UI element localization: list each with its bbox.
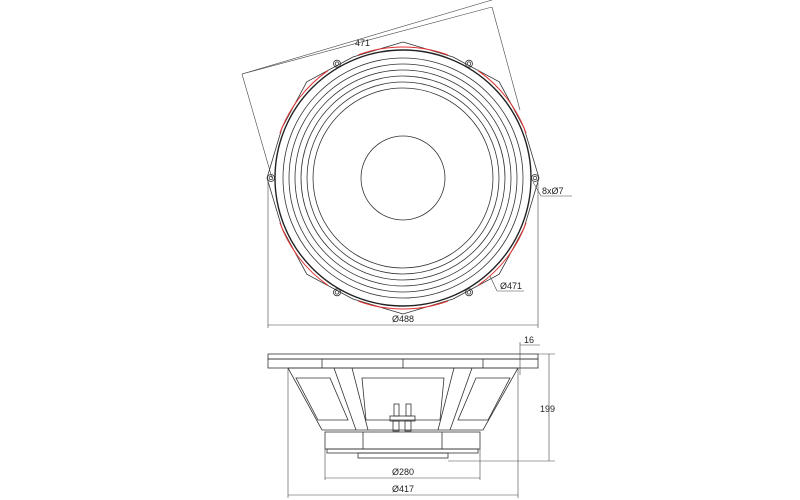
front-view: 471 8xØ7 Ø471 Ø488 — [241, 0, 572, 328]
gasket-arc — [358, 300, 448, 310]
dim-magnet-label: Ø280 — [392, 467, 414, 477]
terminals — [389, 403, 416, 432]
mounting-hole — [465, 288, 473, 297]
cone-ring — [312, 87, 494, 269]
dim-flat: 471 — [241, 0, 521, 179]
gasket-arc — [279, 70, 329, 134]
dust-cap — [360, 135, 446, 221]
mounting-hole — [333, 59, 341, 68]
flange-top — [267, 353, 539, 360]
basket-spokes — [333, 367, 473, 431]
gasket-arc — [477, 70, 527, 134]
gasket-arc — [477, 222, 527, 286]
mounting-hole — [334, 290, 340, 295]
dim-outer-label: Ø488 — [392, 314, 414, 324]
dim-depth-label: 199 — [540, 404, 555, 414]
side-view: 16 199 Ø280 Ø417 — [267, 335, 555, 498]
dim-outer: Ø488 — [267, 180, 539, 328]
dim-bolt-circle: Ø471 — [489, 275, 524, 292]
frame-outline — [266, 41, 540, 315]
dim-holes: 8xØ7 — [532, 181, 572, 197]
mounting-hole — [531, 174, 539, 182]
dim-basket-label: Ø417 — [392, 484, 414, 494]
cone-ring — [288, 63, 518, 293]
cone-rings — [274, 49, 532, 307]
mounting-hole — [532, 175, 538, 181]
mounting-hole — [333, 288, 341, 297]
cone-ring — [306, 81, 500, 275]
gasket-arc — [358, 46, 448, 56]
cone-ring — [294, 69, 512, 287]
dim-bolt-circle-label: Ø471 — [500, 281, 522, 291]
mounting-hole — [268, 175, 274, 181]
mounting-holes — [267, 59, 539, 297]
dim-flat-label: 471 — [355, 38, 370, 48]
mounting-hole — [466, 61, 472, 66]
mounting-hole — [466, 290, 472, 295]
cone-ring — [300, 75, 506, 281]
dim-flange-label: 16 — [524, 335, 534, 345]
gasket-arc — [279, 222, 329, 286]
dim-holes-label: 8xØ7 — [542, 186, 564, 196]
cone-ring — [274, 49, 532, 307]
mounting-hole — [334, 61, 340, 66]
cone-ring — [282, 57, 524, 299]
backplate — [357, 452, 449, 459]
basket — [287, 367, 519, 431]
gasket-highlight — [279, 46, 527, 310]
mounting-hole — [465, 59, 473, 68]
magnet — [324, 431, 481, 450]
